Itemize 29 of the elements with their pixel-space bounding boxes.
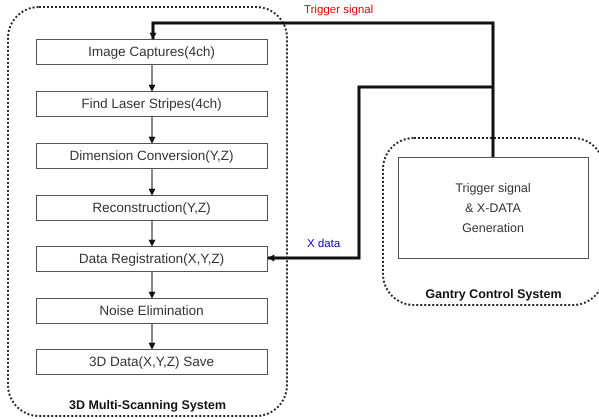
process-box	[36, 298, 268, 324]
arrow	[148, 220, 156, 247]
box-text: Image Captures(4ch)	[88, 42, 215, 60]
box-text: 3D Data(X,Y,Z) Save	[88, 352, 214, 370]
arrow	[267, 86, 494, 262]
system-group	[7, 6, 288, 417]
box-text: Reconstruction(Y,Z)	[92, 198, 211, 216]
box-text: Noise Elimination	[99, 302, 204, 320]
box-text: Trigger signal & X-DATA Generation	[454, 180, 532, 236]
process-box	[36, 142, 268, 168]
edge-label: Trigger signal	[302, 4, 376, 16]
box-text: Find Laser Stripes(4ch)	[81, 94, 222, 112]
process-box	[36, 246, 268, 272]
process-box	[398, 156, 588, 258]
group-title: 3D Multi-Scanning System	[68, 398, 227, 412]
process-box	[36, 348, 268, 374]
box-text: Dimension Conversion(Y,Z)	[69, 146, 234, 164]
arrow	[148, 324, 156, 350]
arrow	[148, 116, 156, 144]
arrow	[148, 272, 156, 299]
arrow	[148, 168, 156, 196]
edge-label: X data	[305, 238, 342, 250]
arrow	[148, 64, 156, 92]
system-group	[382, 137, 599, 306]
process-box	[36, 38, 268, 64]
group-title: Gantry Control System	[424, 287, 563, 301]
box-text: Data Registration(X,Y,Z)	[78, 250, 224, 268]
process-box	[36, 194, 268, 220]
process-box	[36, 90, 268, 116]
